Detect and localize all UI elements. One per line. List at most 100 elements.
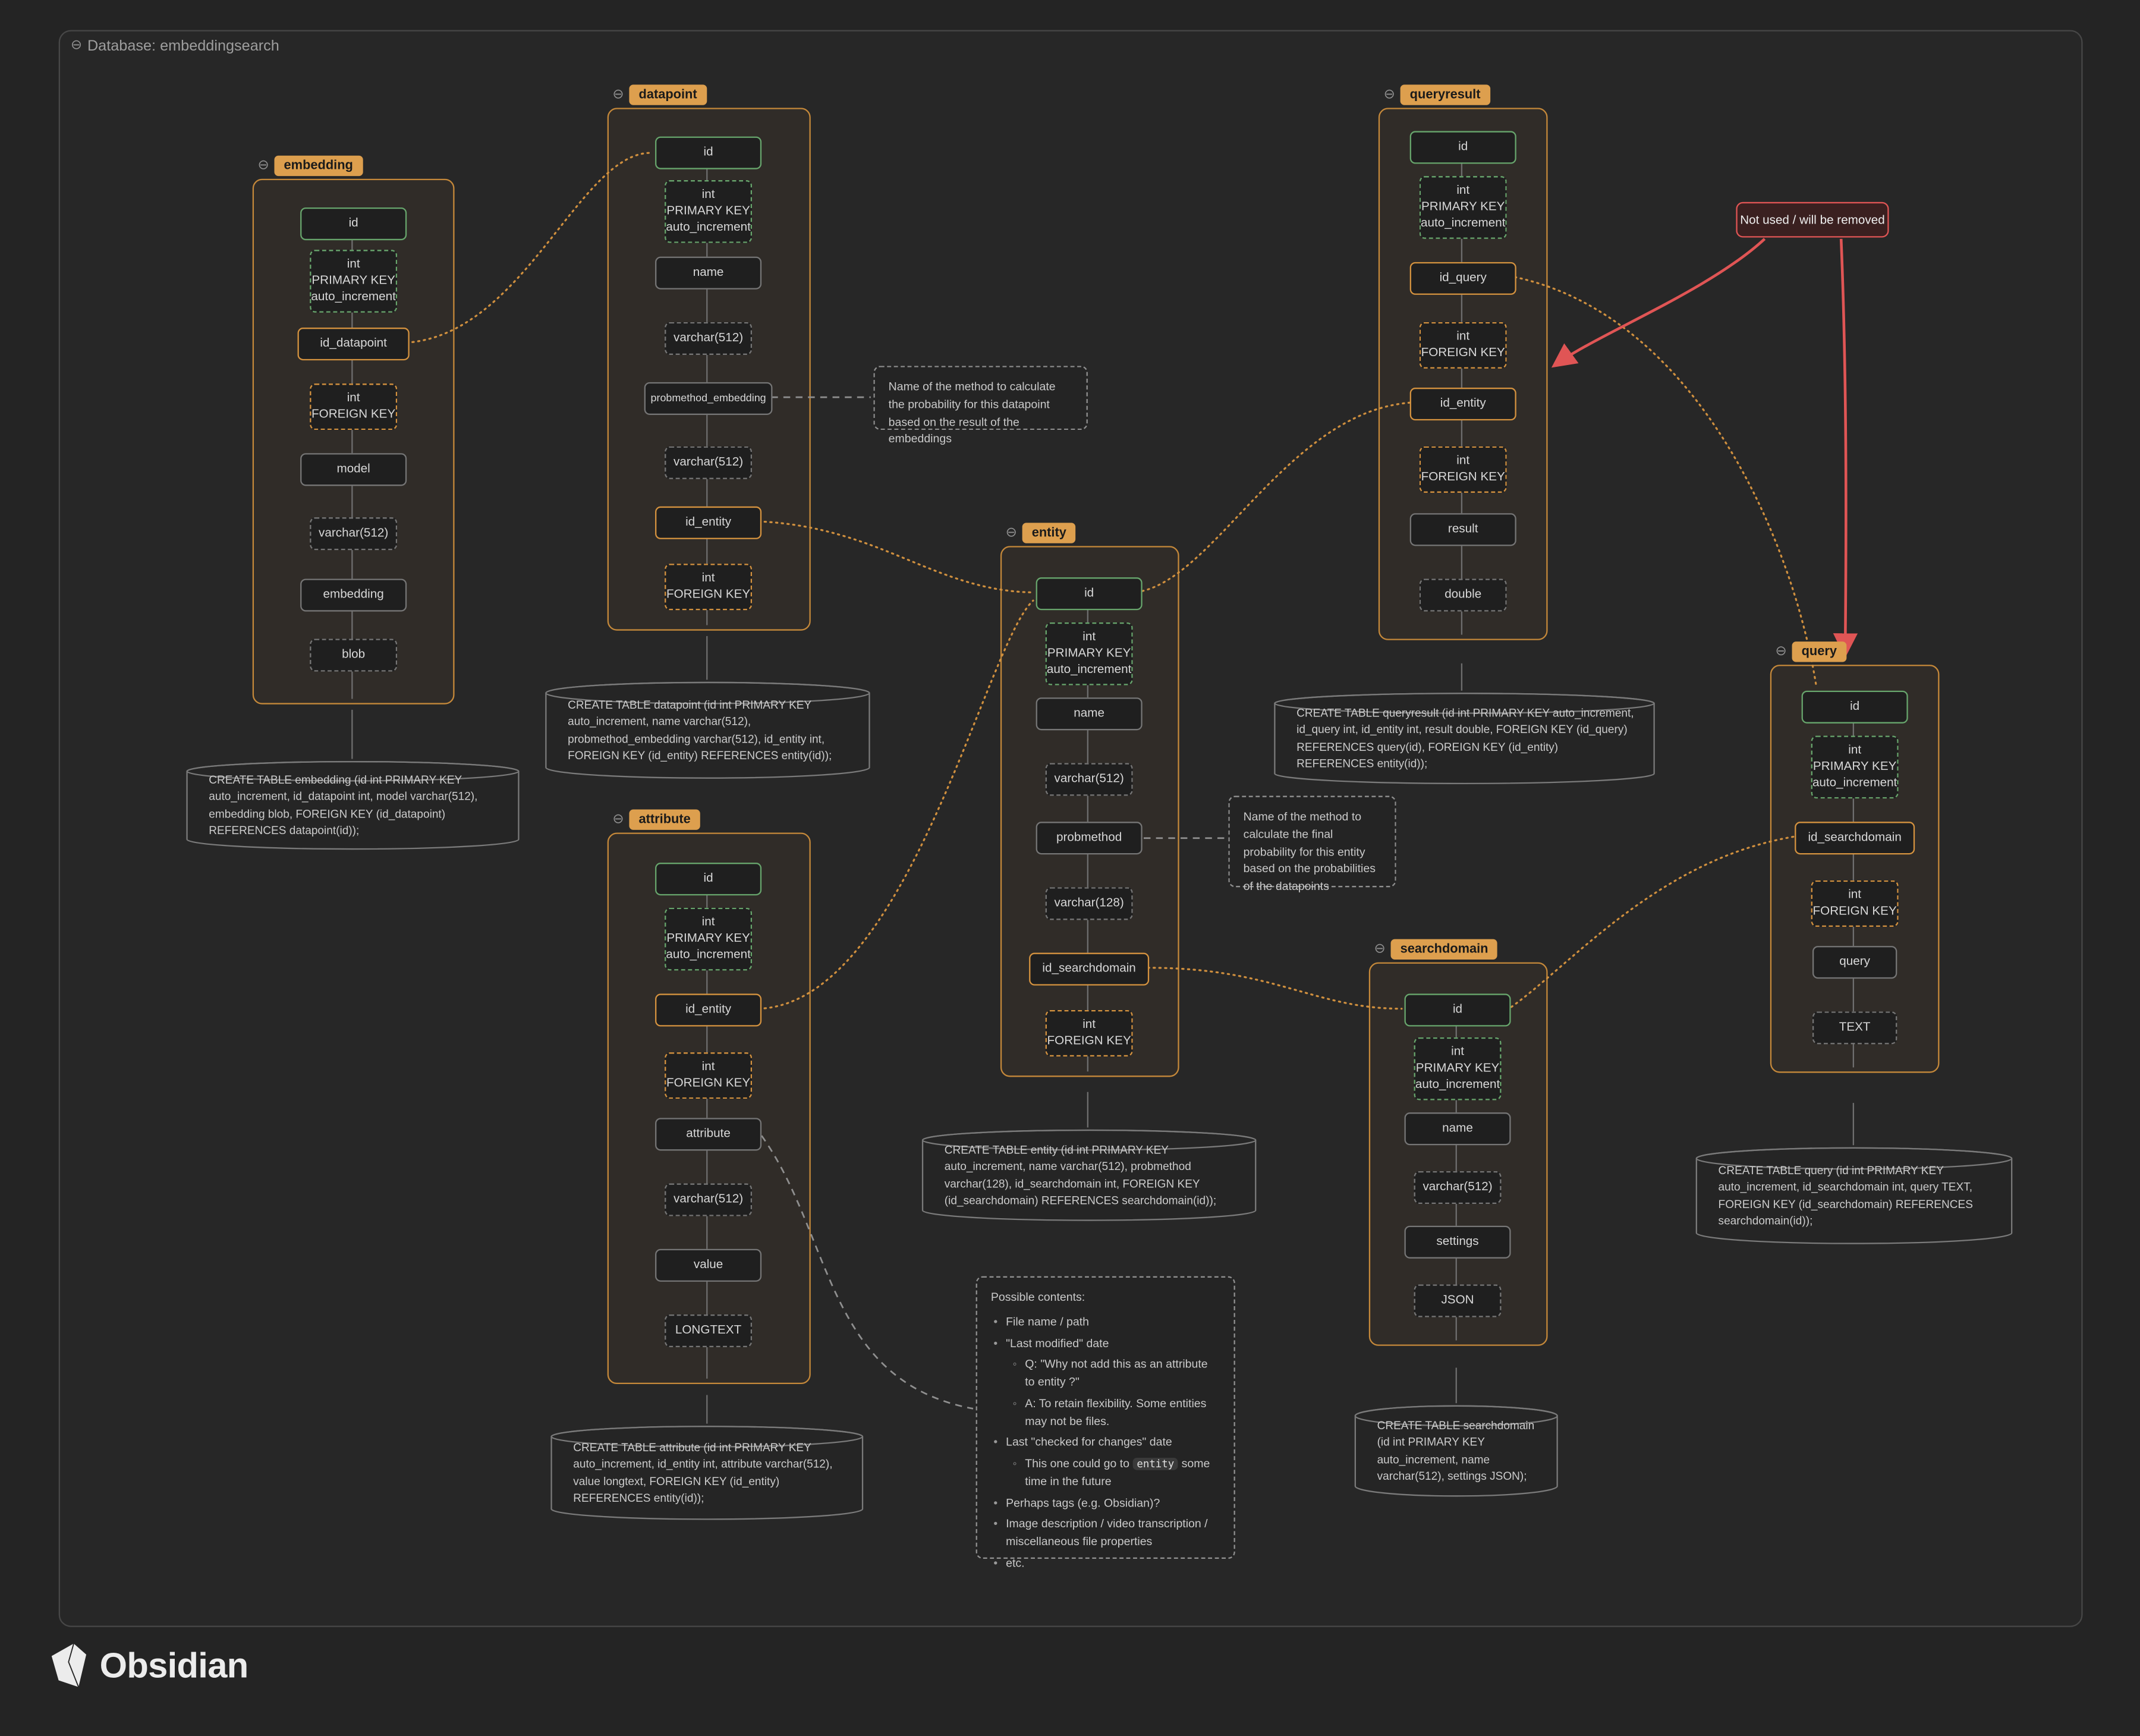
note-not-used-text: Not used / will be removed [1740, 213, 1885, 227]
node-query-id-searchdomain-type[interactable]: int FOREIGN KEY [1811, 880, 1899, 927]
node-entity-id-searchdomain-type[interactable]: int FOREIGN KEY [1045, 1009, 1133, 1057]
node-searchdomain-name[interactable]: name [1404, 1112, 1511, 1146]
sql-cylinder-searchdomain[interactable]: CREATE TABLE searchdomain (id int PRIMAR… [1355, 1406, 1557, 1496]
node-embedding-embedding[interactable]: embedding [300, 578, 407, 612]
node-datapoint-name[interactable]: name [655, 256, 762, 290]
node-entity-name[interactable]: name [1036, 697, 1143, 731]
node-searchdomain-settings[interactable]: settings [1404, 1225, 1511, 1259]
node-datapoint-id-entity[interactable]: id_entity [655, 506, 762, 539]
sql-text-searchdomain: CREATE TABLE searchdomain (id int PRIMAR… [1377, 1418, 1535, 1483]
sql-text-datapoint: CREATE TABLE datapoint (id int PRIMARY K… [568, 697, 832, 763]
list-item: "Last modified" date [991, 1334, 1220, 1351]
node-query-query-type[interactable]: TEXT [1812, 1011, 1897, 1045]
node-queryresult-id[interactable]: id [1409, 131, 1516, 164]
node-entity-name-type[interactable]: varchar(512) [1045, 763, 1133, 796]
list-item: Last "checked for changes" date [991, 1433, 1220, 1451]
node-queryresult-result[interactable]: result [1409, 513, 1516, 546]
node-queryresult-id-entity-type[interactable]: int FOREIGN KEY [1419, 446, 1507, 493]
node-embedding-id-type[interactable]: int PRIMARY KEY auto_increment [310, 250, 398, 313]
node-entity-id-type[interactable]: int PRIMARY KEY auto_increment [1045, 622, 1133, 685]
node-searchdomain-name-type[interactable]: varchar(512) [1414, 1171, 1502, 1204]
table-label-queryresult[interactable]: queryresult [1400, 84, 1490, 106]
node-entity-probmethod-type[interactable]: varchar(128) [1045, 887, 1133, 920]
note-probmethod-embedding[interactable]: Name of the method to calculate the prob… [873, 366, 1088, 445]
obsidian-wordmark: Obsidian [99, 1644, 249, 1685]
inline-code: entity [1132, 1458, 1179, 1470]
node-attribute-value-type[interactable]: LONGTEXT [665, 1314, 753, 1348]
collapse-icon[interactable]: ⊖ [1005, 525, 1017, 541]
table-group-query[interactable] [1770, 665, 1940, 1073]
collapse-icon[interactable]: ⊖ [257, 158, 269, 174]
node-embedding-model[interactable]: model [300, 453, 407, 486]
note-probmethod[interactable]: Name of the method to calculate the fina… [1228, 795, 1396, 893]
sql-cylinder-attribute[interactable]: CREATE TABLE attribute (id int PRIMARY K… [552, 1426, 863, 1519]
node-queryresult-result-type[interactable]: double [1419, 578, 1507, 612]
node-queryresult-id-query[interactable]: id_query [1409, 262, 1516, 295]
node-queryresult-id-type[interactable]: int PRIMARY KEY auto_increment [1419, 176, 1507, 239]
node-attribute-value[interactable]: value [655, 1248, 762, 1282]
canvas-group-title: Database: embeddingsearch [87, 38, 279, 55]
node-query-id[interactable]: id [1801, 690, 1908, 724]
note-title: Possible contents: [990, 1290, 1085, 1304]
list-item: A: To retain flexibility. Some entities … [1010, 1395, 1220, 1430]
table-label-datapoint[interactable]: datapoint [629, 84, 707, 106]
node-embedding-blob-type[interactable]: blob [310, 639, 398, 672]
node-queryresult-id-query-type[interactable]: int FOREIGN KEY [1419, 322, 1507, 369]
node-embedding-model-type[interactable]: varchar(512) [310, 517, 398, 551]
sql-text-embedding: CREATE TABLE embedding (id int PRIMARY K… [209, 772, 478, 838]
node-query-id-searchdomain[interactable]: id_searchdomain [1795, 822, 1915, 855]
node-attribute-id[interactable]: id [655, 863, 762, 896]
sql-cylinder-embedding[interactable]: CREATE TABLE embedding (id int PRIMARY K… [187, 762, 519, 849]
note-possible-contents[interactable]: Possible contents: File name / path "Las… [975, 1276, 1235, 1571]
node-attribute-attribute-type[interactable]: varchar(512) [665, 1183, 753, 1216]
node-datapoint-name-type[interactable]: varchar(512) [665, 322, 753, 355]
node-entity-id[interactable]: id [1036, 577, 1143, 611]
sql-cylinder-entity[interactable]: CREATE TABLE entity (id int PRIMARY KEY … [923, 1130, 1255, 1221]
table-label-embedding[interactable]: embedding [274, 155, 363, 177]
obsidian-logo-icon [51, 1643, 87, 1687]
table-label-searchdomain[interactable]: searchdomain [1390, 939, 1498, 960]
node-query-id-type[interactable]: int PRIMARY KEY auto_increment [1811, 735, 1899, 799]
node-attribute-id-entity[interactable]: id_entity [655, 993, 762, 1027]
node-searchdomain-settings-type[interactable]: JSON [1414, 1284, 1502, 1317]
sql-text-queryresult: CREATE TABLE queryresult (id int PRIMARY… [1296, 706, 1634, 770]
table-label-entity[interactable]: entity [1022, 523, 1076, 544]
sql-text-attribute: CREATE TABLE attribute (id int PRIMARY K… [573, 1440, 833, 1505]
node-datapoint-id-type[interactable]: int PRIMARY KEY auto_increment [665, 180, 753, 243]
node-searchdomain-id-type[interactable]: int PRIMARY KEY auto_increment [1414, 1037, 1502, 1100]
node-datapoint-id-entity-type[interactable]: int FOREIGN KEY [665, 564, 753, 611]
collapse-icon[interactable]: ⊖ [612, 87, 624, 103]
collapse-icon[interactable]: ⊖ [1374, 942, 1386, 957]
node-entity-id-searchdomain[interactable]: id_searchdomain [1029, 952, 1150, 986]
collapse-icon[interactable]: ⊖ [70, 38, 83, 54]
sql-cylinder-queryresult[interactable]: CREATE TABLE queryresult (id int PRIMARY… [1274, 693, 1654, 784]
list-item: Q: "Why not add this as an attribute to … [1010, 1356, 1220, 1391]
node-queryresult-id-entity[interactable]: id_entity [1409, 388, 1516, 421]
node-embedding-id[interactable]: id [300, 207, 407, 241]
note-not-used[interactable]: Not used / will be removed [1736, 202, 1889, 238]
node-embedding-id-datapoint-type[interactable]: int FOREIGN KEY [310, 383, 398, 430]
table-label-attribute[interactable]: attribute [629, 809, 700, 831]
list-item: Image description / video transcription … [991, 1515, 1220, 1551]
node-query-query[interactable]: query [1812, 946, 1897, 979]
sql-cylinder-query[interactable]: CREATE TABLE query (id int PRIMARY KEY a… [1697, 1148, 2012, 1244]
obsidian-brand: Obsidian [51, 1643, 248, 1687]
node-attribute-attribute[interactable]: attribute [655, 1118, 762, 1151]
table-label-query[interactable]: query [1792, 641, 1847, 663]
database-group-frame[interactable] [58, 30, 2083, 1627]
node-entity-probmethod[interactable]: probmethod [1036, 822, 1143, 855]
list-item: Perhaps tags (e.g. Obsidian)? [991, 1494, 1220, 1511]
node-attribute-id-type[interactable]: int PRIMARY KEY auto_increment [665, 907, 753, 971]
node-searchdomain-id[interactable]: id [1404, 993, 1511, 1027]
node-embedding-id-datapoint[interactable]: id_datapoint [297, 328, 410, 361]
node-attribute-id-entity-type[interactable]: int FOREIGN KEY [665, 1052, 753, 1099]
node-datapoint-probmethod-type[interactable]: varchar(512) [665, 446, 753, 479]
node-datapoint-probmethod-embedding[interactable]: probmethod_embedding [644, 382, 773, 415]
sql-cylinder-datapoint[interactable]: CREATE TABLE datapoint (id int PRIMARY K… [546, 683, 869, 778]
node-datapoint-id[interactable]: id [655, 136, 762, 169]
collapse-icon[interactable]: ⊖ [612, 812, 624, 828]
list-item: File name / path [991, 1313, 1220, 1330]
collapse-icon[interactable]: ⊖ [1775, 644, 1787, 659]
collapse-icon[interactable]: ⊖ [1383, 87, 1395, 103]
